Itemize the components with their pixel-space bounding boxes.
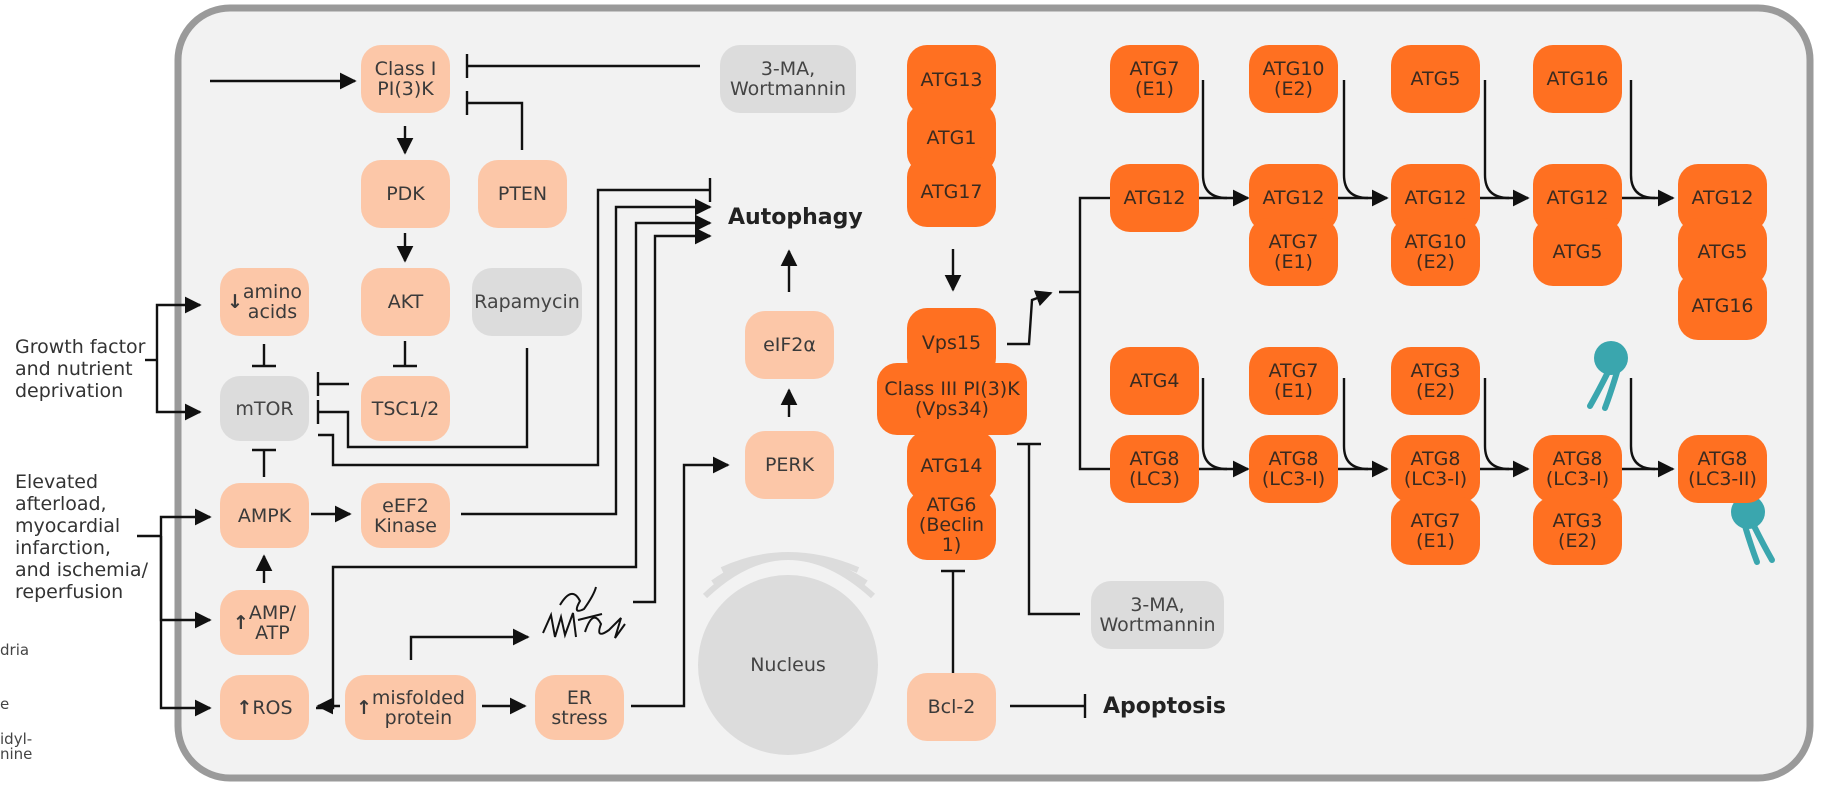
legend-fragment-1: dria <box>0 641 30 659</box>
growth-factor-label: Growth factor and nutrient deprivation <box>15 336 146 402</box>
atg5-conjugate-node: ATG5 <box>1533 218 1622 286</box>
elevated-afterload-label: Elevated afterload, myocardial infarctio… <box>15 471 148 603</box>
eif2a-node: eIF2α <box>745 311 834 379</box>
nucleus: Nucleus <box>698 575 878 755</box>
amp-atp-label: AMP/ ATP <box>248 601 297 644</box>
up-arrow-icon: ↑ <box>355 696 372 719</box>
lipid-anchor-bottom <box>1731 495 1775 565</box>
legend-fragment-3: idyl- nine <box>0 730 33 763</box>
pdk-node: PDK <box>361 160 450 228</box>
class-iii-pi3k-node: Class III PI(3)K (Vps34) <box>877 363 1027 435</box>
nuclear-envelope <box>702 552 876 599</box>
atg8-lc3-ii-node: ATG8 (LC3-II) <box>1678 435 1767 503</box>
atg7-e1-lc3-conjugate-node: ATG7 (E1) <box>1391 497 1480 565</box>
akt-node: AKT <box>361 268 450 336</box>
atg7-e1-node: ATG7 (E1) <box>1110 45 1199 113</box>
up-arrow-icon: ↑ <box>232 611 249 634</box>
atg5-node: ATG5 <box>1391 45 1480 113</box>
misfolded-protein-node: ↑misfolded protein <box>345 675 476 740</box>
rapamycin-node: Rapamycin <box>472 268 582 336</box>
3ma-wortmannin-top-node: 3-MA, Wortmannin <box>720 45 856 113</box>
tsc-node: TSC1/2 <box>361 376 450 441</box>
ampk-node: AMPK <box>220 483 309 548</box>
atg16-node: ATG16 <box>1533 45 1622 113</box>
atg16-complex-node: ATG16 <box>1678 272 1767 340</box>
atg8-lc3-i-node: ATG8 (LC3-I) <box>1249 435 1338 503</box>
amino-acids-node: ↓amino acids <box>220 268 309 336</box>
legend-fragment-2: e <box>0 695 10 713</box>
atg7-e1-conjugate-node: ATG7 (E1) <box>1249 218 1338 286</box>
lipid-anchor-top <box>1587 341 1628 411</box>
amino-acids-label: amino acids <box>242 281 303 323</box>
3ma-wortmannin-bottom-node: 3-MA, Wortmannin <box>1091 581 1224 649</box>
up-arrow-icon: ↑ <box>236 696 253 719</box>
amp-atp-node: ↑AMP/ ATP <box>220 590 309 655</box>
atg8-lc3-i-atg7-node: ATG8 (LC3-I) <box>1391 435 1480 503</box>
apoptosis-label: Apoptosis <box>1103 694 1226 719</box>
ros-label: ROS <box>252 696 293 719</box>
scribble-mark <box>542 586 626 639</box>
atg8-lc3-i-atg3-node: ATG8 (LC3-I) <box>1533 435 1622 503</box>
atg12-node: ATG12 <box>1110 164 1199 232</box>
mtor-node: mTOR <box>220 376 309 441</box>
atg3-e2-conjugate-node: ATG3 (E2) <box>1533 497 1622 565</box>
atg17-node: ATG17 <box>907 157 996 227</box>
atg6-beclin1-node: ATG6 (Beclin 1) <box>907 490 996 560</box>
autophagy-label: Autophagy <box>728 205 863 230</box>
atg4-node: ATG4 <box>1110 347 1199 415</box>
class-i-pi3k-node: Class I PI(3)K <box>361 45 450 113</box>
er-stress-node: ER stress <box>535 675 624 740</box>
down-arrow-icon: ↓ <box>226 291 243 313</box>
bcl2-node: Bcl-2 <box>907 673 996 741</box>
atg8-lc3-node: ATG8 (LC3) <box>1110 435 1199 503</box>
atg3-e2-node: ATG3 (E2) <box>1391 347 1480 415</box>
atg10-e2-conjugate-node: ATG10 (E2) <box>1391 218 1480 286</box>
atg7-e1-lc3-node: ATG7 (E1) <box>1249 347 1338 415</box>
pten-node: PTEN <box>478 160 567 228</box>
atg14-node: ATG14 <box>907 431 996 501</box>
atg10-e2-node: ATG10 (E2) <box>1249 45 1338 113</box>
ros-node: ↑ROS <box>220 675 309 740</box>
perk-node: PERK <box>745 431 834 499</box>
eef2-kinase-node: eEF2 Kinase <box>361 483 450 548</box>
misfolded-protein-label: misfolded protein <box>371 686 465 729</box>
